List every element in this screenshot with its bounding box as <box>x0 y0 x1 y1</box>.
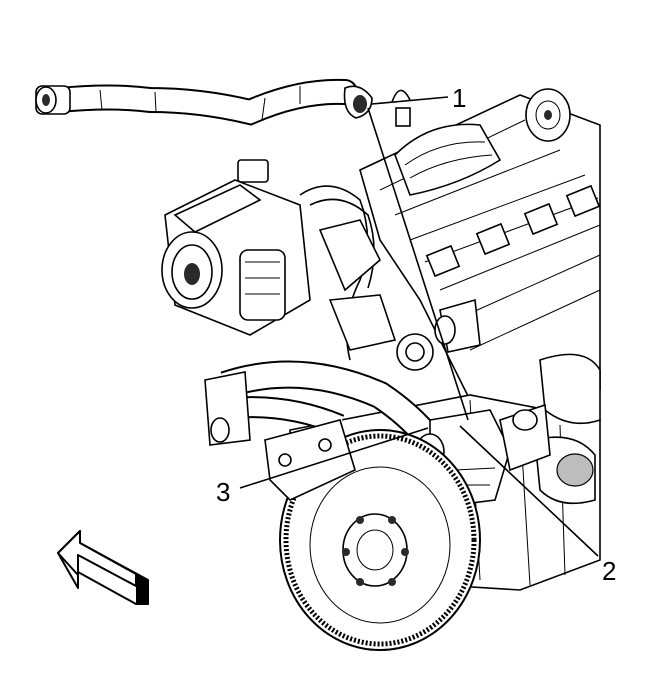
dipstick-fitting <box>391 89 411 127</box>
flywheel <box>279 429 481 651</box>
front-direction-arrow-icon <box>57 530 149 605</box>
cam-pulley <box>525 88 571 142</box>
leader-line-3 <box>239 427 429 489</box>
leader-lines <box>239 96 599 557</box>
wiring-harness <box>299 185 481 371</box>
callout-3: 3 <box>216 477 230 507</box>
callout-2: 2 <box>602 556 616 586</box>
leader-line-2 <box>459 425 599 557</box>
coil-packs <box>425 184 601 278</box>
engine-bracket <box>264 419 356 501</box>
leader-line-1 <box>371 96 449 105</box>
coolant-hoses <box>204 360 441 449</box>
callout-1: 1 <box>452 83 466 113</box>
breather-hose <box>35 78 373 126</box>
throttle-body <box>161 159 311 336</box>
leader-line-1b <box>367 107 469 421</box>
